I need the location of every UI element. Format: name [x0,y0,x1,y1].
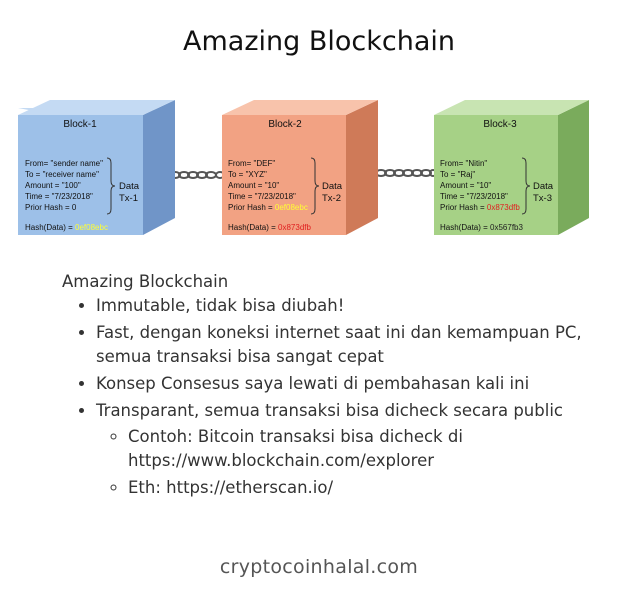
block-2-line-1: From= "DEF" [228,159,275,168]
block-2-prior-hash: Prior Hash = 0ef08ebc [228,203,308,212]
sub-bullet-item: Eth: https://etherscan.io/ [128,476,622,500]
block-3-cap [434,100,589,115]
block-1-line-4: Time = "7/23/2018" [25,192,93,201]
block-1-front [18,115,143,235]
block-2-line-3: Amount = "10" [228,181,279,190]
blockchain-diagram: Block-1 From= "sender name" To = "receiv… [18,100,589,235]
block-2-side [346,100,378,235]
bullet-section: Amazing Blockchain Immutable, tidak bisa… [62,270,622,503]
page-title: Amazing Blockchain [183,26,455,57]
block-2-line-2: To = "XYZ" [228,170,267,179]
block-3-name: Block-3 [483,119,517,130]
block-3-line-2: To = "Raj" [440,170,475,179]
sub-bullet-item: Contoh: Bitcoin transaksi bisa dicheck d… [128,425,622,473]
bullet-heading: Amazing Blockchain [62,272,229,291]
block-3-hash: Hash(Data) = 0x567fb3 [440,223,524,232]
block-3-front [434,115,558,235]
bullet-item-text: Transparant, semua transaksi bisa dichec… [96,401,563,420]
block-2-data-label: Data [322,181,343,192]
sub-bullet-list: Contoh: Bitcoin transaksi bisa dicheck d… [96,425,622,500]
block-1-line-3: Amount = "100" [25,181,81,190]
block-1-line-2: To = "receiver name" [25,170,99,179]
watermark: cryptocoinhalal.com [219,556,419,578]
chain-link-1 [169,171,225,179]
block-1-hash: Hash(Data) = 0ef08ebc [25,223,108,232]
block-3-line-4: Time = "7/23/2018" [440,192,508,201]
block-3-tx-label: Tx-3 [533,193,552,204]
bullet-item: Fast, dengan koneksi internet saat ini d… [96,321,622,369]
block-2-line-4: Time = "7/23/2018" [228,192,296,201]
bullet-list: Immutable, tidak bisa diubah! Fast, deng… [62,294,622,500]
block-1-name: Block-1 [63,119,97,130]
block-1-cap [18,100,175,115]
block-3-brace [521,157,531,215]
block-3-line-1: From= "Nitin" [440,159,487,168]
chain-link-2 [375,169,437,177]
block-1: Block-1 From= "sender name" To = "receiv… [18,100,175,235]
bullet-item: Transparant, semua transaksi bisa dichec… [96,399,622,500]
block-1-line-5: Prior Hash = 0 [25,203,77,212]
block-3-line-3: Amount = "10" [440,181,491,190]
bullet-item: Immutable, tidak bisa diubah! [96,294,622,318]
block-2-cap [222,100,378,115]
block-3: Block-3 From= "Nitin" To = "Raj" Amount … [434,100,589,235]
block-1-data-label: Data [119,181,140,192]
block-2-name: Block-2 [268,119,302,130]
bullet-item: Konsep Consesus saya lewati di pembahasa… [96,372,622,396]
block-2-hash: Hash(Data) = 0x873dfb [228,223,312,232]
block-2-tx-label: Tx-2 [322,193,341,204]
block-2-brace [310,157,320,215]
block-3-data-label: Data [533,181,554,192]
block-1-tx-label: Tx-1 [119,193,138,204]
block-3-prior-hash: Prior Hash = 0x873dfb [440,203,520,212]
block-3-side [558,100,589,235]
block-1-line-1: From= "sender name" [25,159,103,168]
block-2: Block-2 From= "DEF" To = "XYZ" Amount = … [222,100,378,235]
block-1-side [143,100,175,235]
block-1-brace [106,157,116,215]
